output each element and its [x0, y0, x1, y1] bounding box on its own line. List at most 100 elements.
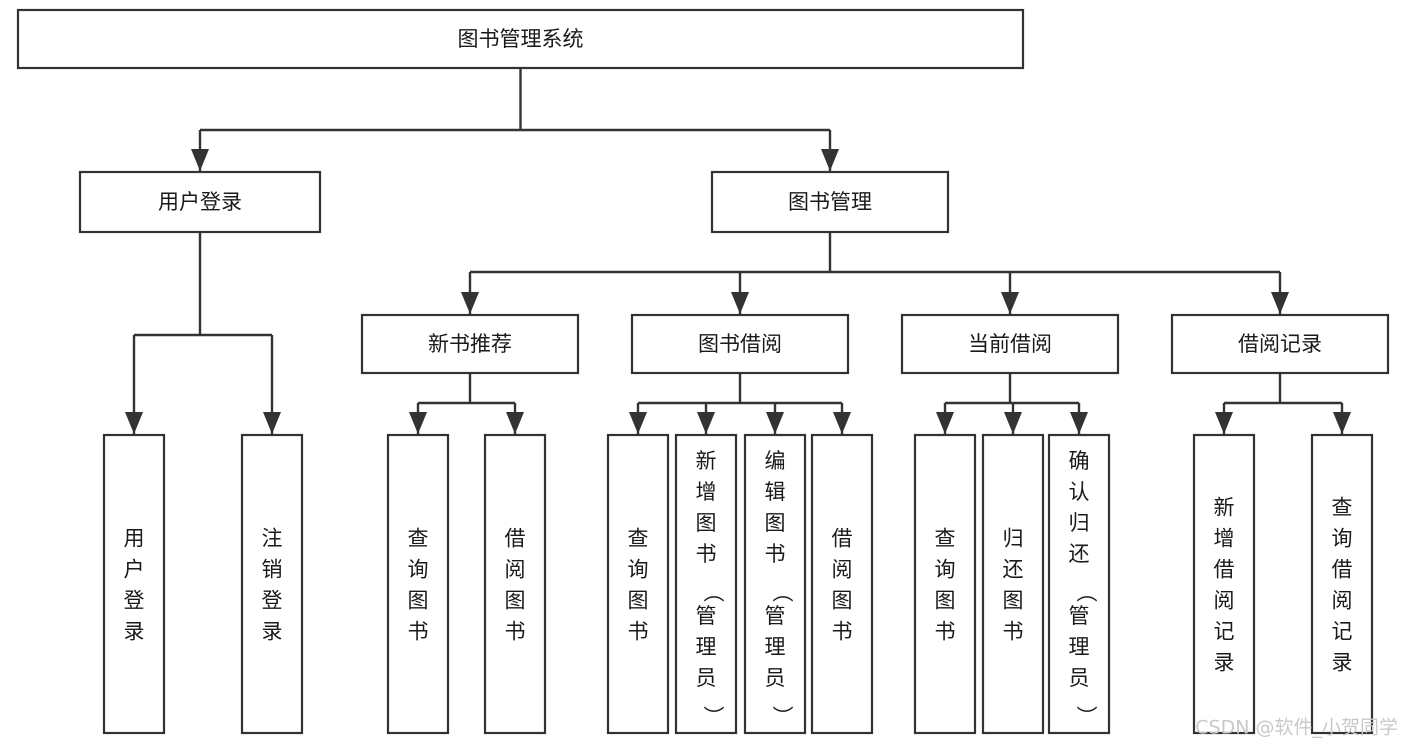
leaf-label-char: 增 [1214, 527, 1235, 551]
leaf-box[interactable] [810, 433, 874, 735]
leaf-label-char: 图 [832, 589, 853, 613]
arrow-head-icon [1333, 412, 1351, 434]
leaf-box[interactable] [1047, 433, 1111, 735]
leaf-label-char: 新 [1214, 496, 1235, 520]
arrow-head-icon [191, 149, 209, 171]
arrow-head-icon [1004, 412, 1022, 434]
leaf-label-char: 阅 [1332, 589, 1353, 613]
leaf-label-char: 借 [1332, 558, 1353, 582]
level3-label: 当前借阅 [968, 332, 1052, 356]
level2-label: 用户登录 [158, 190, 242, 214]
leaf-label-char: 图 [505, 589, 526, 613]
arrow-head-icon [629, 412, 647, 434]
leaf-label-char: 理 [696, 635, 717, 659]
leaf-label-char: 书 [765, 542, 786, 566]
leaf-label-char: 书 [1003, 620, 1024, 644]
leaf-label-char: 阅 [1214, 589, 1235, 613]
arrow-head-icon [409, 412, 427, 434]
leaf-box[interactable] [913, 433, 977, 735]
arrow-head-icon [833, 412, 851, 434]
leaf-box[interactable] [1310, 433, 1374, 735]
arrow-head-icon [125, 412, 143, 434]
leaf-label-char: 询 [1332, 527, 1353, 551]
leaf-label-char: 图 [935, 589, 956, 613]
leaf-label-char: 阅 [832, 558, 853, 582]
leaf-label-char: 图 [408, 589, 429, 613]
leaf-box[interactable] [386, 433, 450, 735]
level3-box[interactable] [1170, 313, 1390, 375]
leaf-label-char: 图 [765, 511, 786, 535]
leaf-label-char: 查 [628, 527, 649, 551]
leaf-label-char: 新 [696, 449, 717, 473]
arrow-head-icon [697, 412, 715, 434]
level3-box[interactable] [900, 313, 1120, 375]
leaf-label-char: 询 [628, 558, 649, 582]
leaf-label-char: 归 [1069, 511, 1090, 535]
leaf-label-char: 书 [935, 620, 956, 644]
leaf-label-char: ） [770, 706, 794, 727]
leaf-label-char: 查 [408, 527, 429, 551]
level2-label: 图书管理 [788, 190, 872, 214]
leaf-box[interactable] [743, 433, 807, 735]
level2-box[interactable] [710, 170, 950, 234]
root-box[interactable] [16, 8, 1025, 70]
leaf-label-char: 书 [408, 620, 429, 644]
level2-node[interactable]: 用户登录 [78, 170, 322, 234]
leaf-label-char: 还 [1069, 542, 1090, 566]
level3-node[interactable]: 新书推荐 [360, 313, 580, 375]
level3-box[interactable] [360, 313, 580, 375]
leaf-label-char: 借 [832, 527, 853, 551]
leaf-label-char: 理 [1069, 635, 1090, 659]
leaf-box[interactable] [240, 433, 304, 735]
leaf-label-char: 查 [935, 527, 956, 551]
level3-node[interactable]: 当前借阅 [900, 313, 1120, 375]
level3-label: 图书借阅 [698, 332, 782, 356]
arrow-head-icon [461, 292, 479, 314]
leaf-label-char: 记 [1214, 620, 1235, 644]
leaf-box[interactable] [674, 433, 738, 735]
arrow-head-icon [1271, 292, 1289, 314]
level2-node[interactable]: 图书管理 [710, 170, 950, 234]
arrow-head-icon [821, 149, 839, 171]
leaf-label-char: 归 [1003, 527, 1024, 551]
leaf-box[interactable] [102, 433, 166, 735]
level3-box[interactable] [630, 313, 850, 375]
leaf-box[interactable] [981, 433, 1045, 735]
leaf-label-char: 员 [1069, 666, 1090, 690]
leaf-label-char: 录 [124, 620, 145, 644]
arrow-head-icon [263, 412, 281, 434]
level3-node[interactable]: 图书借阅 [630, 313, 850, 375]
leaf-label-char: 图 [696, 511, 717, 535]
leaf-label-char: 书 [505, 620, 526, 644]
leaf-box[interactable] [1192, 433, 1256, 735]
leaf-label-char: 借 [1214, 558, 1235, 582]
leaf-label-char: 用 [124, 527, 145, 551]
leaf-node[interactable]: 用户登录 [102, 433, 166, 735]
leaf-label-char: 理 [765, 635, 786, 659]
leaf-label-char: 编 [765, 449, 786, 473]
leaf-box[interactable] [483, 433, 547, 735]
leaf-label-char: 员 [765, 666, 786, 690]
root-node[interactable]: 图书管理系统 [16, 8, 1025, 70]
leaf-label-char: 图 [1003, 589, 1024, 613]
level2-box[interactable] [78, 170, 322, 234]
leaf-label-char: 询 [408, 558, 429, 582]
arrow-head-icon [1070, 412, 1088, 434]
root-label: 图书管理系统 [458, 27, 584, 51]
leaf-label-char: 户 [124, 558, 145, 582]
level3-node[interactable]: 借阅记录 [1170, 313, 1390, 375]
leaf-box[interactable] [606, 433, 670, 735]
